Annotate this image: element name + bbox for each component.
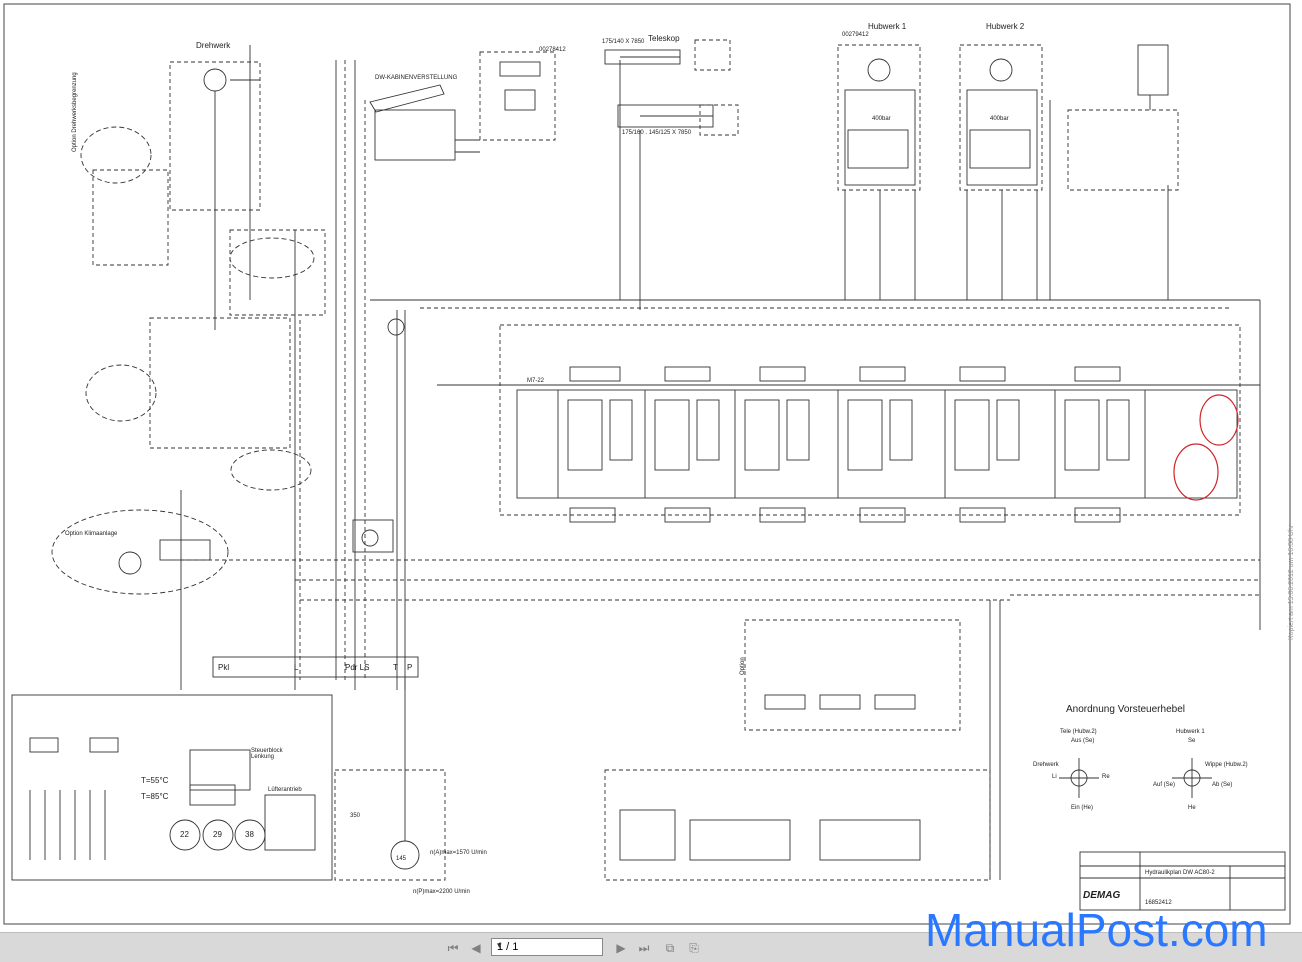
tele-hubw2-label: Tele (Hubw.2) [1060,729,1097,735]
pump3-label: 38 [245,830,254,839]
bar400a-label: 400bar [872,116,891,122]
tele-size1-label: 175/140 X 7850 [602,39,645,45]
first-page-icon[interactable]: ⏮ [447,941,459,955]
fit-page-icon[interactable]: ⧉ [665,941,675,955]
chevron-down-icon: ▾ [497,940,502,950]
copy-side-note: Kopiert am 15.06.2012 um 16:38 Uhr [1288,524,1295,640]
pump1-label: 22 [180,830,189,839]
port-pkl: Pkl [218,663,230,672]
previous-page-icon[interactable]: ◀ [471,941,481,955]
page-selector[interactable]: 1 / 1 ▾ [491,938,603,956]
code-00278412-label: 00278412 [539,47,566,53]
option-drehw-label: Option Drehwerksbegrenzung [72,72,78,152]
drawing-number: 16852412 [1145,900,1172,906]
he-label: He [1188,805,1196,811]
hydraulic-diagram [3,3,1291,925]
port-l: L [294,663,299,672]
watermark-text: ManualPost.com [925,904,1268,956]
li-label: Li [1052,774,1057,780]
drehwerk-label: Drehwerk [196,41,231,50]
teleskop-label: Teleskop [648,34,680,43]
ab-se-label: Ab (Se) [1212,782,1233,788]
link-icon[interactable]: ⎘ [689,941,699,955]
re-label: Re [1102,774,1110,780]
v145-label: 145 [396,856,407,862]
nmax2-label: n(P)max=2200 U/min [413,889,470,895]
dw-kabinen-label: DW-KABINENVERSTELLUNG [375,75,458,81]
steuerblock-label: Steuerblock Lenkung [251,748,283,760]
drehwerk-lever-label: Drehwerk [1033,762,1059,768]
ein-he-label: Ein (He) [1071,805,1094,811]
hubwerk2-label: Hubwerk 2 [986,22,1025,31]
lufterantrieb-label: Lüfterantrieb [268,787,302,793]
bar400b-label: 400bar [990,116,1009,122]
option-klima-label: Option Klimaanlage [65,531,118,537]
port-t: T [393,663,398,672]
title-block-name: Hydraulikplan DW AC80-2 [1145,870,1215,876]
pump2-label: 29 [213,830,222,839]
pdf-toolbar: ⏮ ◀ 1 / 1 ▾ ▶ ⏭ ⧉ ⎘ [0,932,1302,962]
option-label: Option [740,657,746,675]
temp2-label: T=85°C [141,792,169,801]
next-page-icon[interactable]: ▶ [616,941,626,955]
page-indicator: 1 / 1 [497,941,519,953]
temp1-label: T=55°C [141,776,169,785]
m7-22-label: M7-22 [527,378,545,384]
last-page-icon[interactable]: ⏭ [638,941,650,955]
demag-logo: DEMAG [1083,890,1121,901]
schematic-sheet: Drehwerk DW-KABINENVERSTELLUNG Teleskop … [0,0,1302,932]
tele-size2-label: 175/160 . 145/125 X 7850 [622,130,692,136]
anordnung-label: Anordnung Vorsteuerhebel [1066,704,1185,715]
se-label: Se [1188,738,1196,744]
aus-se-label: Aus (Se) [1071,738,1095,744]
hubwerk1-lever-label: Hubwerk 1 [1176,729,1205,735]
code-00279412-label: 00279412 [842,32,869,38]
port-p: P [407,663,413,672]
hubwerk1-label: Hubwerk 1 [868,22,907,31]
bar350-label: 350 [350,813,361,819]
port-pdr-ls: Pdr LS [345,663,370,672]
wippe-label: Wippe (Hubw.2) [1205,762,1248,768]
nmax1-label: n(A)max=1570 U/min [430,850,487,856]
auf-se-label: Auf (Se) [1153,782,1176,788]
